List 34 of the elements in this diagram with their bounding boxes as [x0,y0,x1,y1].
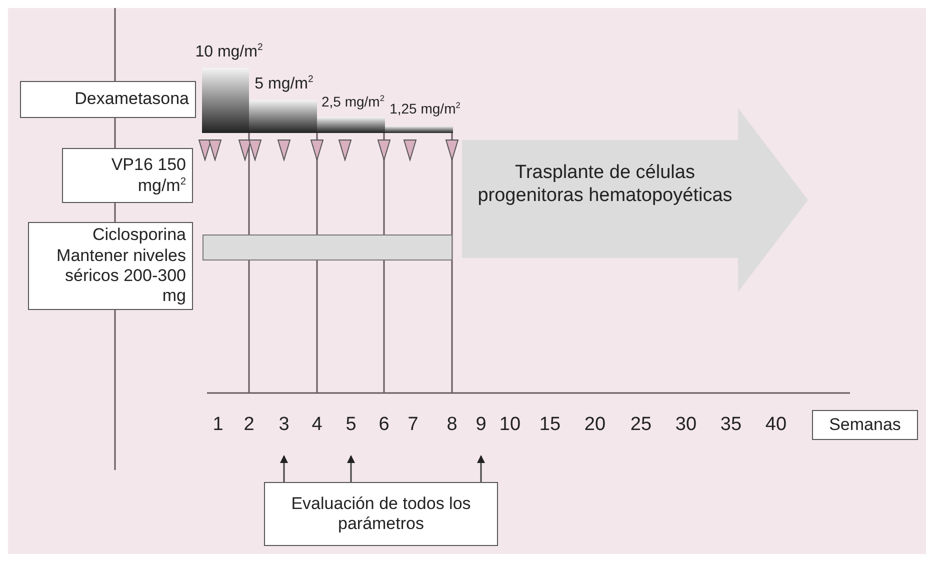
arrow [477,455,485,482]
node-text: Trasplante de células progenitoras hematopoyéticas [476,162,734,208]
arrow [280,455,288,482]
week-number: 5 [346,414,356,436]
week-number: 20 [584,414,606,436]
week-number: 8 [446,414,458,436]
node-text: Ciclosporina Mantener niveles séricos 200-300 mg [56,225,186,307]
label-box [28,222,193,310]
label-box [264,482,498,546]
label-box [20,81,196,118]
week-number: 15 [539,414,561,436]
node-text: Semanas [829,414,901,436]
week-number: 4 [312,414,322,436]
week-number: 2 [244,414,254,436]
week-number: 30 [675,414,697,436]
label-box [812,410,918,440]
label-box [62,148,193,203]
week-number: 6 [378,414,390,436]
node-text: VP16 150 mg/m$^{2}$ [110,155,186,196]
dose-label: 2,5 mg/m$^{2}$ [321,93,385,110]
week-number: 10 [499,414,521,436]
week-number: 35 [720,414,742,436]
week-number: 9 [476,414,486,436]
arrow [347,455,355,482]
week-number: 7 [408,414,418,436]
week-number: 3 [278,414,290,436]
dose-label: 10 mg/m$^{2}$ [195,42,263,62]
node-text: Evaluación de todos los parámetros [290,494,472,534]
week-number: 40 [765,414,787,436]
dose-label: 1,25 mg/m$^{2}$ [390,100,460,117]
week-number: 25 [630,414,652,436]
week-number: 1 [212,414,224,436]
node-text: Dexametasona [74,89,189,110]
dose-label: 5 mg/m$^{2}$ [254,74,314,94]
